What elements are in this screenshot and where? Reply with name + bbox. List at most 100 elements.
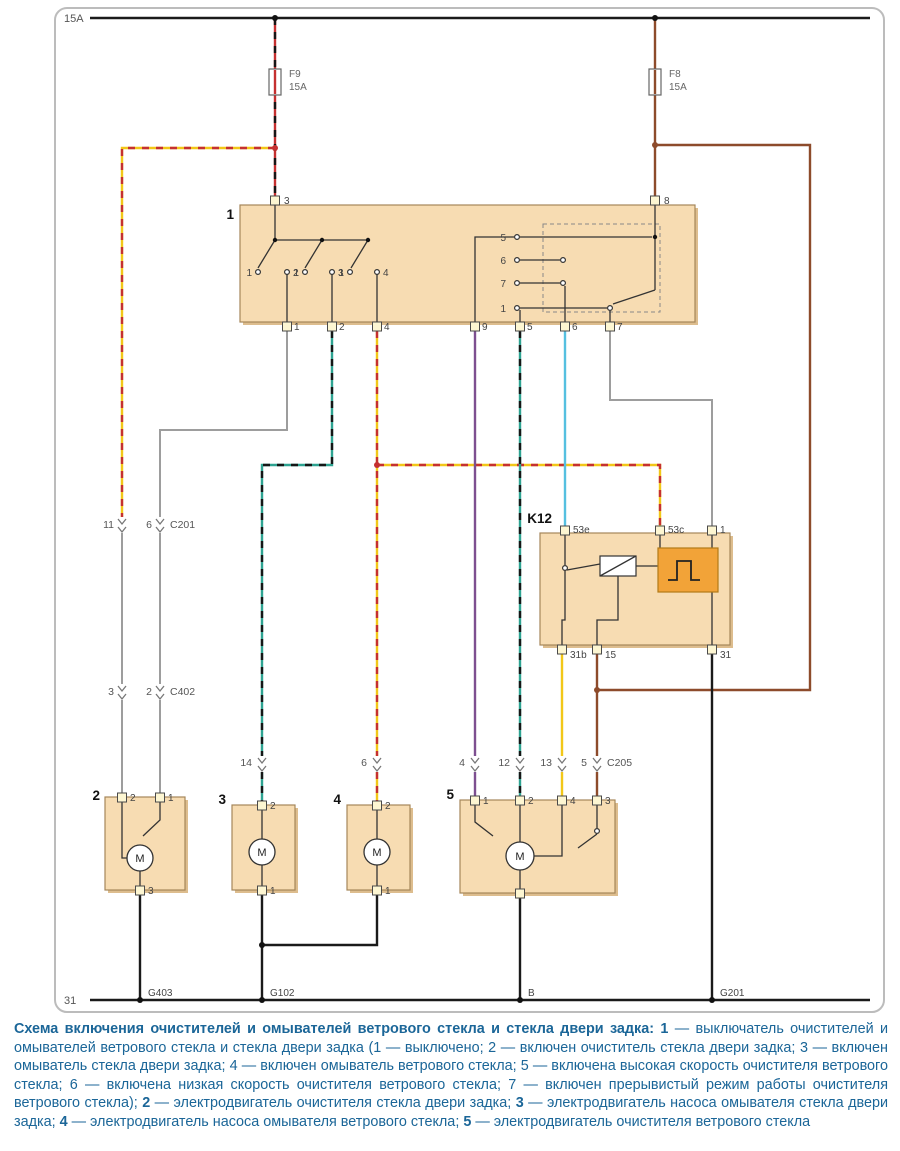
wiring <box>90 16 870 1002</box>
caption-text: — выключатель очистителей и омыва­телей … <box>14 1021 888 1112</box>
fuse-f8-rating: 15А <box>669 82 687 93</box>
sw-contact: 2 <box>293 268 299 279</box>
sw-row-6: 6 <box>500 256 506 267</box>
ground-g102: G102 <box>270 988 295 999</box>
junction-dots <box>137 15 715 1003</box>
fuse-f8: F8 15А <box>648 68 687 96</box>
sw-contact: 1 <box>246 268 252 279</box>
connector-wire-4 <box>470 757 480 773</box>
motor-5-pin-4: 4 <box>570 796 576 807</box>
motor-4-pin-1: 1 <box>385 886 391 897</box>
wire-gray-left-b <box>159 331 288 793</box>
motor-2-pin-3: 3 <box>148 886 154 897</box>
c205-label: C205 <box>607 757 632 769</box>
motor-5-pin-1: 1 <box>483 796 489 807</box>
connector-symbols <box>117 518 602 773</box>
switch-unit-ref: 1 <box>226 207 234 222</box>
sw-top-terminal-8: 8 <box>664 196 670 207</box>
wire-yellow-red-left <box>120 146 275 517</box>
caption-text: — электродви­гатель очистителя ветрового… <box>471 1113 811 1130</box>
switch-unit-internals <box>255 205 661 322</box>
fuse-f9: F9 15А <box>268 68 307 96</box>
ground-b: В <box>528 988 535 999</box>
caption-title: Схема включения очистителей и омывателей… <box>14 1021 661 1037</box>
caption-item-number: 1 <box>660 1021 669 1037</box>
relay-terminal-53e: 53e <box>573 525 590 536</box>
diagram-border <box>54 7 885 1013</box>
sw-top-terminal-3: 3 <box>284 196 290 207</box>
pulse-generator <box>657 547 719 593</box>
fuse-f9-rating: 15А <box>289 82 307 93</box>
motor-3-pin-1: 1 <box>270 886 276 897</box>
motor-5-symbol <box>505 841 535 871</box>
motor-2-letter: M <box>135 853 144 865</box>
motor-2-pin-2: 2 <box>130 793 136 804</box>
relay-terminal-1: 1 <box>720 525 726 536</box>
ground-g403: G403 <box>148 988 173 999</box>
sw-row-7: 7 <box>500 279 506 290</box>
motor-3-symbol <box>248 838 276 866</box>
c402-label: C402 <box>170 686 195 698</box>
motor-2-box <box>104 796 186 891</box>
wire-number-4: 4 <box>459 757 465 769</box>
wire-motor34-ground <box>260 895 379 1000</box>
connector-c402-pin2 <box>155 685 165 701</box>
motor-internals <box>121 802 600 889</box>
c402-pin-2: 2 <box>146 686 152 698</box>
sw-contact: 3 <box>338 268 344 279</box>
wire-brown-feed <box>595 18 812 796</box>
motor-4-letter: M <box>372 847 381 859</box>
relay-terminal-15: 15 <box>605 650 617 661</box>
c201-pin-11: 11 <box>103 519 114 531</box>
connector-wire-12 <box>515 757 525 773</box>
motor-4-pin-2: 2 <box>385 801 391 812</box>
c205-pin-5: 5 <box>581 757 587 769</box>
connector-c201-pin6 <box>155 518 165 534</box>
ground-g201: G201 <box>720 988 745 999</box>
sw-contact: 1 <box>338 268 344 279</box>
relay-terminal-31b: 31b <box>570 650 587 661</box>
motor-3-ref: 3 <box>218 792 226 807</box>
sw-bottom-terminal: 1 <box>294 322 300 333</box>
motor-3-letter: M <box>257 847 266 859</box>
relay-k12-internals <box>561 535 719 645</box>
caption-item-number: 4 <box>59 1113 68 1130</box>
caption-text: — электродви­гатель насоса омыва­теля ве… <box>67 1113 464 1130</box>
sw-bottom-terminal: 9 <box>482 322 488 333</box>
sw-bottom-terminal: 4 <box>384 322 390 333</box>
motor-2-pin-1: 1 <box>168 793 174 804</box>
c201-label: C201 <box>170 519 195 531</box>
caption-text: — электродви­гатель очистителя стекла дв… <box>150 1095 516 1112</box>
motor-4-ref: 4 <box>333 792 341 807</box>
fuse-f8-ref: F8 <box>669 69 681 80</box>
motor-5-ref: 5 <box>446 787 454 802</box>
sw-bottom-terminal: 5 <box>527 322 533 333</box>
motor-2-ref: 2 <box>92 788 100 803</box>
sw-contact: 1 <box>293 268 299 279</box>
bottom-bus-label: 31 <box>64 995 76 1007</box>
labels: 15А 31 1 3 8 1 2 1 3 1 4 5 6 7 1 1 2 4 9… <box>64 13 745 1007</box>
caption-text: — электродви­гатель насоса омыва­теля ст… <box>14 1095 888 1130</box>
connector-c402-pin3 <box>117 685 127 701</box>
relay-terminal-31: 31 <box>720 650 732 661</box>
caption: Схема включения очистителей и омывателей… <box>14 1020 888 1131</box>
motor-5-letter: M <box>515 851 524 863</box>
wire-number-13: 13 <box>540 757 552 769</box>
motor-2-symbol <box>126 844 154 872</box>
relay-terminal-53c: 53c <box>668 525 684 536</box>
wire-number-6: 6 <box>361 757 367 769</box>
c201-pin-6: 6 <box>146 519 152 531</box>
connector-wire-14 <box>257 757 267 773</box>
motor-5-pin-3: 3 <box>605 796 611 807</box>
fuse-f9-ref: F9 <box>289 69 301 80</box>
motor-4-symbol <box>363 838 391 866</box>
sw-row-1: 1 <box>500 304 506 315</box>
terminals <box>117 195 717 899</box>
component-boxes <box>104 204 733 896</box>
sw-contact: 4 <box>383 268 389 279</box>
motor-3-pin-2: 2 <box>270 801 276 812</box>
sw-bottom-terminal: 6 <box>572 322 578 333</box>
wire-teal-rear-washer <box>260 331 334 801</box>
